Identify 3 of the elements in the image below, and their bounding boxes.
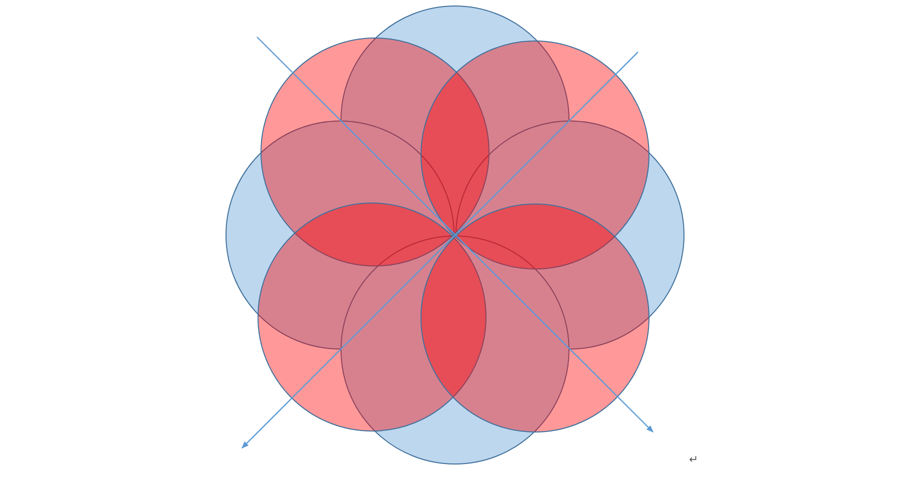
circle-shape: [340, 236, 570, 464]
paragraph-mark: ↵: [689, 453, 698, 466]
circle-shape: [420, 204, 650, 432]
